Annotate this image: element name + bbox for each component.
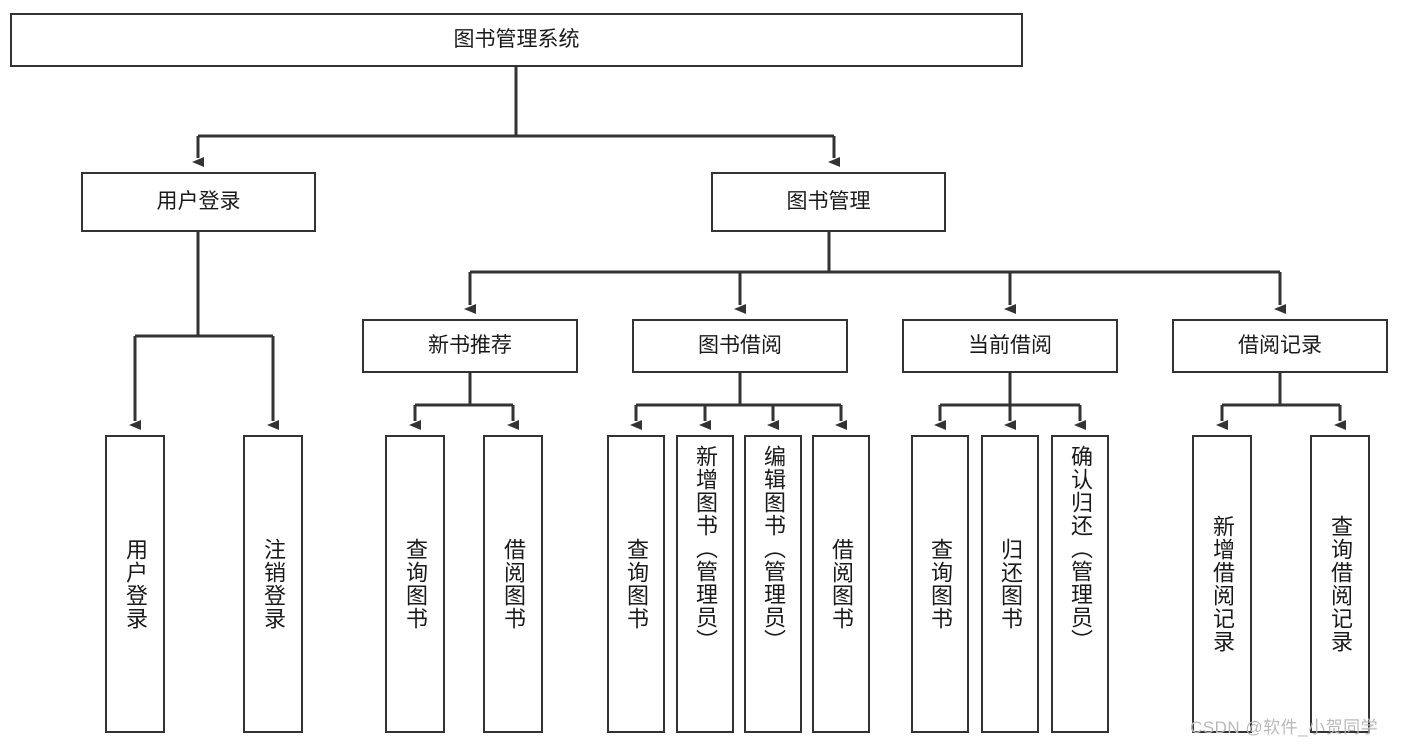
node-leaf-confirm-return-admin-label: 确认归还（管理员） [1067,445,1093,652]
node-book-borrow[interactable]: 图书借阅 [632,319,848,373]
node-leaf-return-book[interactable]: 归还图书 [981,435,1039,733]
node-borrow-record-label: 借阅记录 [1238,333,1322,357]
node-leaf-borrow-book-rec[interactable]: 借阅图书 [483,435,543,733]
node-leaf-add-book-admin-label: 新增图书（管理员） [692,445,718,652]
node-user-login[interactable]: 用户登录 [81,172,316,232]
node-leaf-add-book-admin[interactable]: 新增图书（管理员） [676,435,734,733]
node-new-book-recommend[interactable]: 新书推荐 [362,319,578,373]
node-leaf-return-book-label: 归还图书 [997,538,1023,630]
node-leaf-query-book-borrow-label: 查询图书 [623,538,649,630]
node-book-borrow-label: 图书借阅 [698,333,782,357]
node-current-borrow[interactable]: 当前借阅 [902,319,1118,373]
node-leaf-logout[interactable]: 注销登录 [243,435,303,733]
node-book-management-label: 图书管理 [786,189,871,213]
node-leaf-user-login-label: 用户登录 [122,538,148,630]
node-leaf-query-borrow-record-label: 查询借阅记录 [1327,515,1353,653]
node-leaf-borrow-book-rec-label: 借阅图书 [500,538,526,630]
node-leaf-logout-label: 注销登录 [260,538,286,630]
node-leaf-query-book-current[interactable]: 查询图书 [911,435,969,733]
node-new-book-recommend-label: 新书推荐 [428,333,512,357]
node-leaf-query-borrow-record[interactable]: 查询借阅记录 [1310,435,1370,733]
node-leaf-add-borrow-record[interactable]: 新增借阅记录 [1192,435,1252,733]
node-leaf-query-book-rec-label: 查询图书 [402,538,428,630]
node-leaf-query-book-current-label: 查询图书 [927,538,953,630]
node-book-management[interactable]: 图书管理 [711,172,946,232]
node-leaf-confirm-return-admin[interactable]: 确认归还（管理员） [1051,435,1109,733]
node-leaf-add-borrow-record-label: 新增借阅记录 [1209,515,1235,653]
node-leaf-edit-book-admin[interactable]: 编辑图书（管理员） [744,435,802,733]
node-leaf-borrow-book[interactable]: 借阅图书 [812,435,870,733]
node-current-borrow-label: 当前借阅 [968,333,1052,357]
node-leaf-query-book-borrow[interactable]: 查询图书 [607,435,665,733]
node-root[interactable]: 图书管理系统 [10,13,1023,67]
node-leaf-edit-book-admin-label: 编辑图书（管理员） [760,445,786,652]
node-borrow-record[interactable]: 借阅记录 [1172,319,1388,373]
node-leaf-user-login[interactable]: 用户登录 [105,435,165,733]
node-leaf-borrow-book-label: 借阅图书 [828,538,854,630]
node-leaf-query-book-rec[interactable]: 查询图书 [385,435,445,733]
node-user-login-label: 用户登录 [156,189,241,213]
node-root-label: 图书管理系统 [453,27,580,51]
